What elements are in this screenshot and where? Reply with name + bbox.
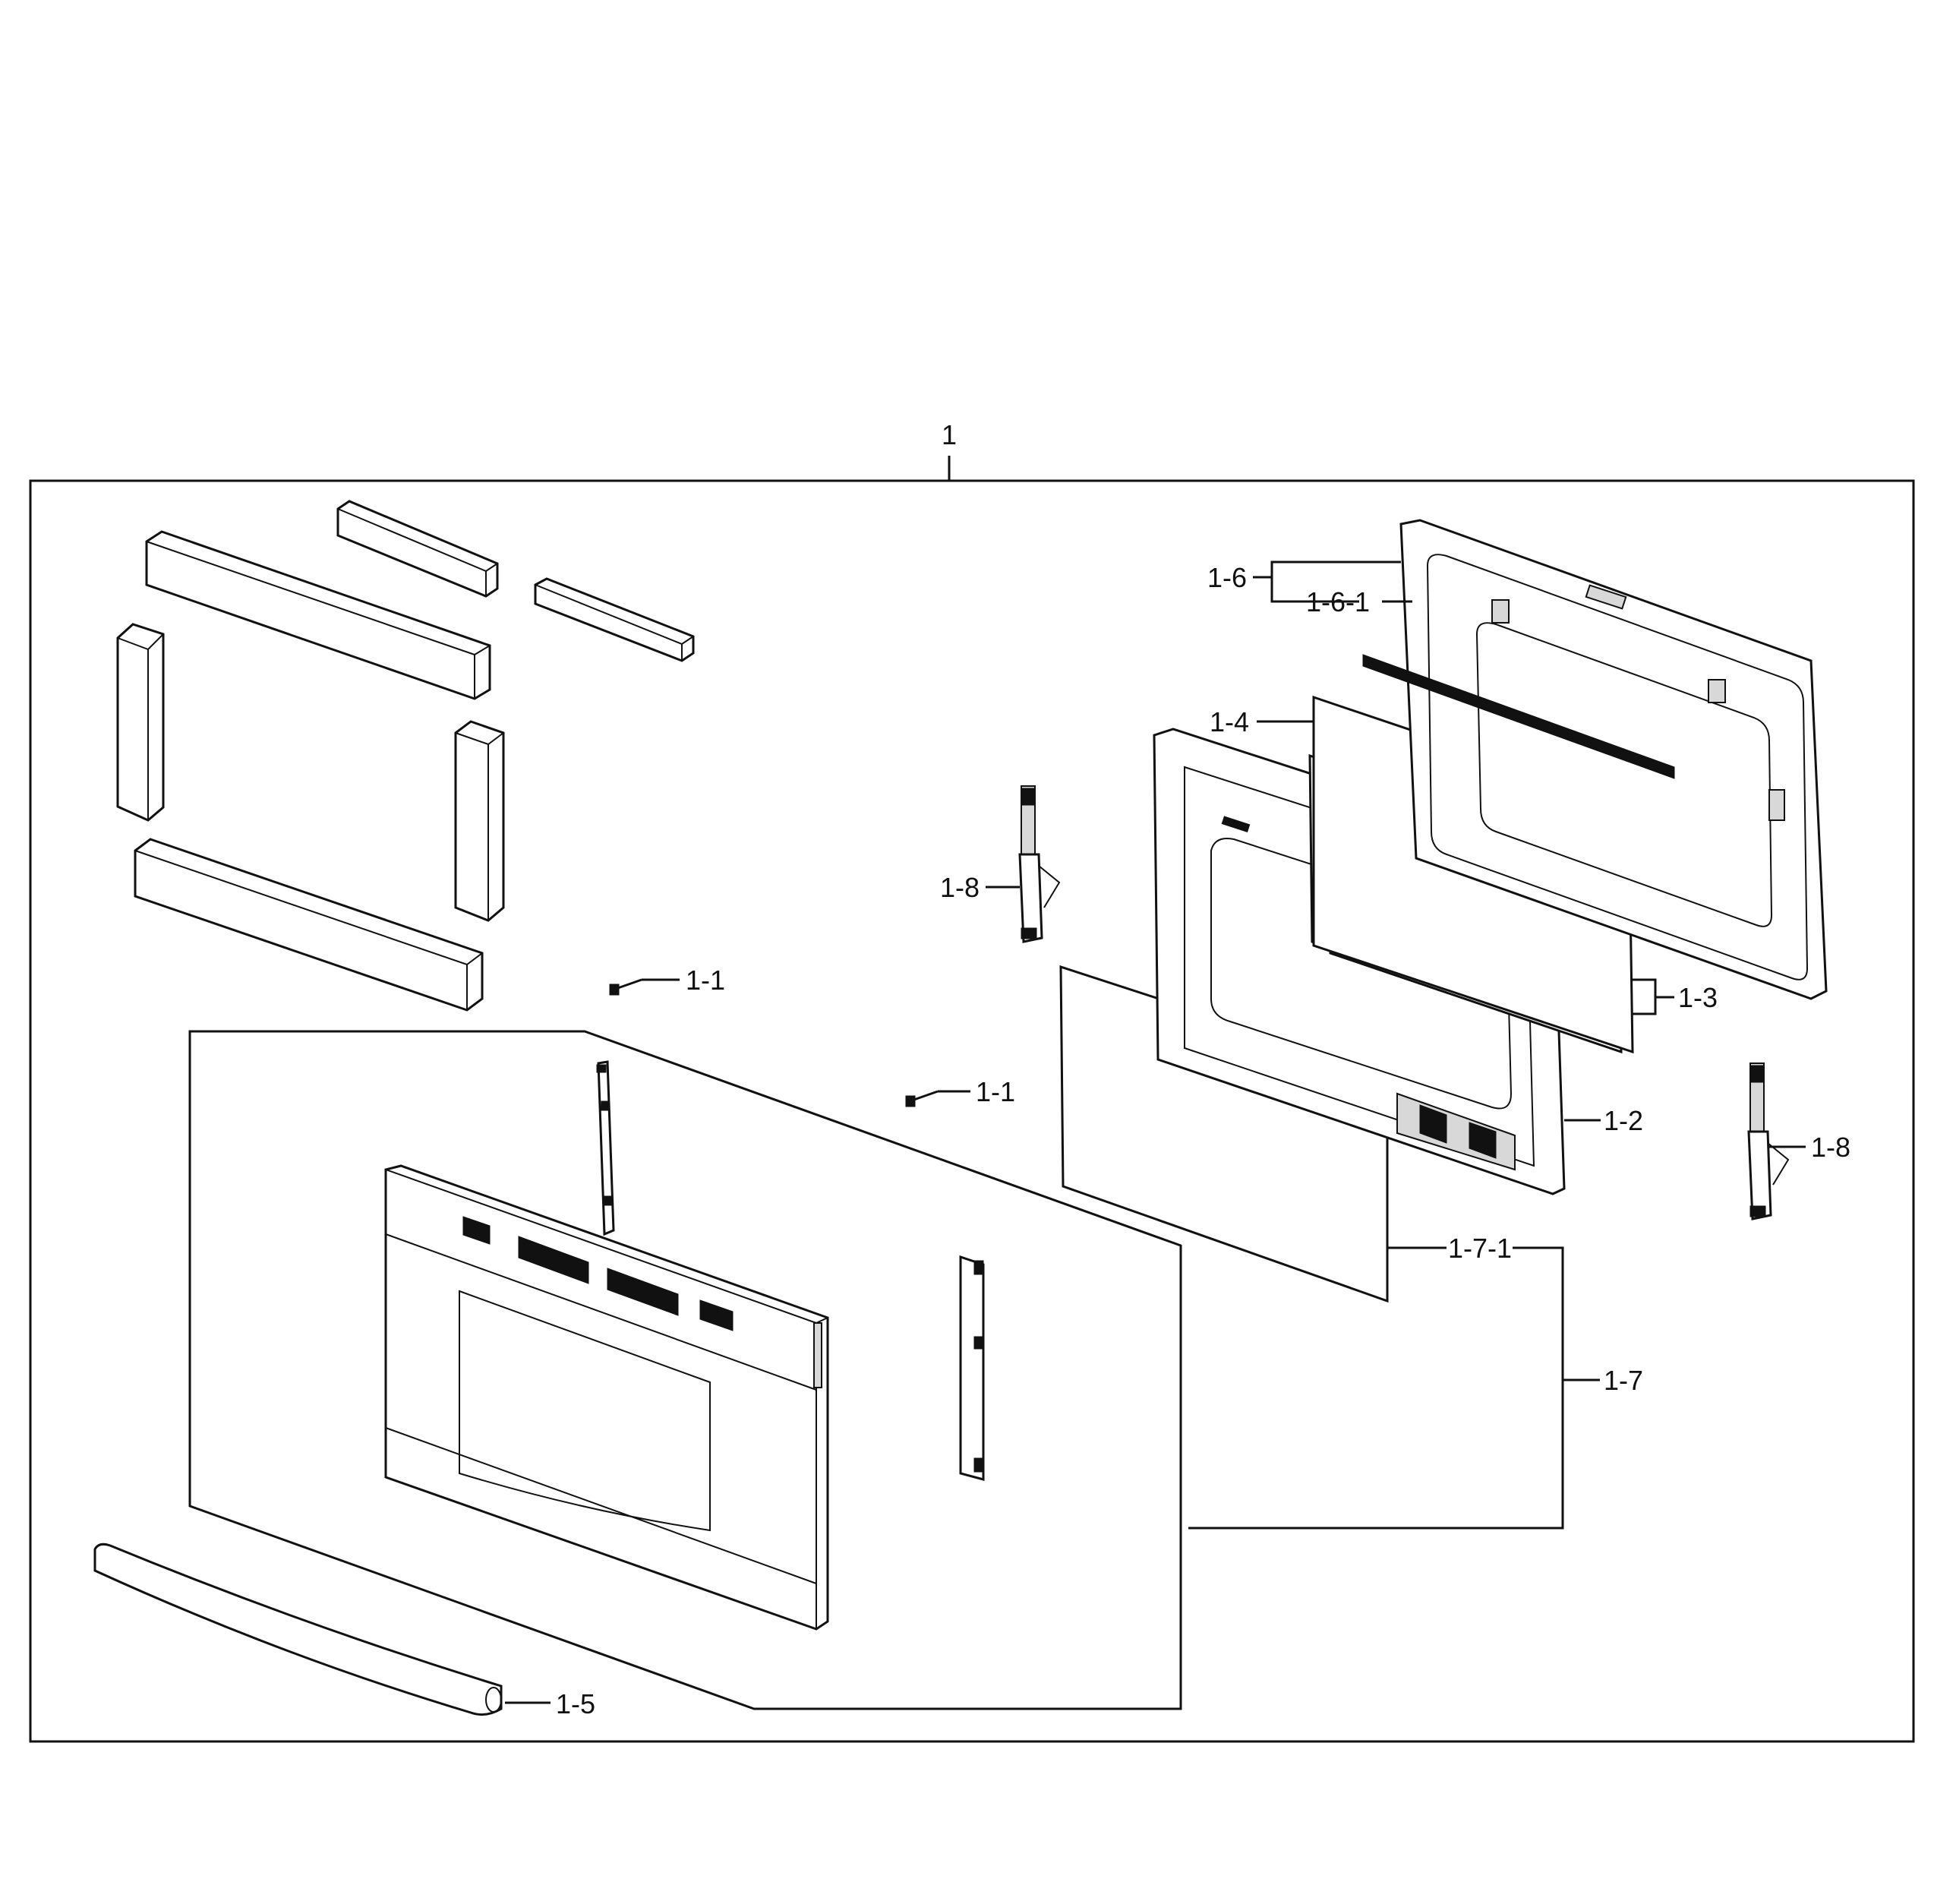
callout-label-1-2: 1-2 <box>1604 1105 1643 1136</box>
assembly-frame <box>29 479 1915 1743</box>
screw-1-1-b: 1-1 <box>905 1076 1015 1107</box>
outer-door-panel <box>384 1164 829 1631</box>
foam-block-top-long <box>145 530 491 700</box>
callout-label-1-7: 1-7 <box>1604 1365 1643 1396</box>
foam-packing-blocks <box>116 500 695 1012</box>
assembly-callout: 1 <box>942 419 957 481</box>
screw-1-1-a: 1-1 <box>609 965 725 996</box>
outer-door-left-bracket <box>596 1060 615 1236</box>
callout-label-1-5: 1-5 <box>556 1688 595 1719</box>
outer-door-right-bracket <box>959 1255 985 1481</box>
callout-label-1-7-1: 1-7-1 <box>1448 1233 1512 1264</box>
hinge-1-8-right: 1-8 <box>1747 1063 1850 1220</box>
callout-label-1-1-b: 1-1 <box>976 1076 1015 1107</box>
hinge-1-8-left: 1-8 <box>940 785 1061 943</box>
callout-label-1-8-right: 1-8 <box>1811 1132 1850 1163</box>
callout-label-1-6: 1-6 <box>1207 562 1247 593</box>
foam-block-bottom-long <box>134 838 484 1012</box>
foam-block-right-vertical <box>454 720 505 922</box>
foam-block-left-vertical <box>116 623 165 822</box>
callout-label-1-8-left: 1-8 <box>940 872 980 903</box>
door-trim-1-5: 1-5 <box>93 1542 595 1719</box>
foam-block-top-small <box>336 500 499 598</box>
callout-label-1-4: 1-4 <box>1210 706 1249 737</box>
callout-label-1: 1 <box>942 419 957 450</box>
door-liner-1-6: 1-6 1-6-1 <box>1207 519 1828 1000</box>
callout-label-1-3: 1-3 <box>1678 982 1718 1013</box>
foam-block-right-small <box>534 577 695 662</box>
callout-label-1-1-a: 1-1 <box>686 965 725 996</box>
callout-label-1-6-1: 1-6-1 <box>1306 586 1370 617</box>
outer-door-group-outline <box>188 1030 1182 1710</box>
